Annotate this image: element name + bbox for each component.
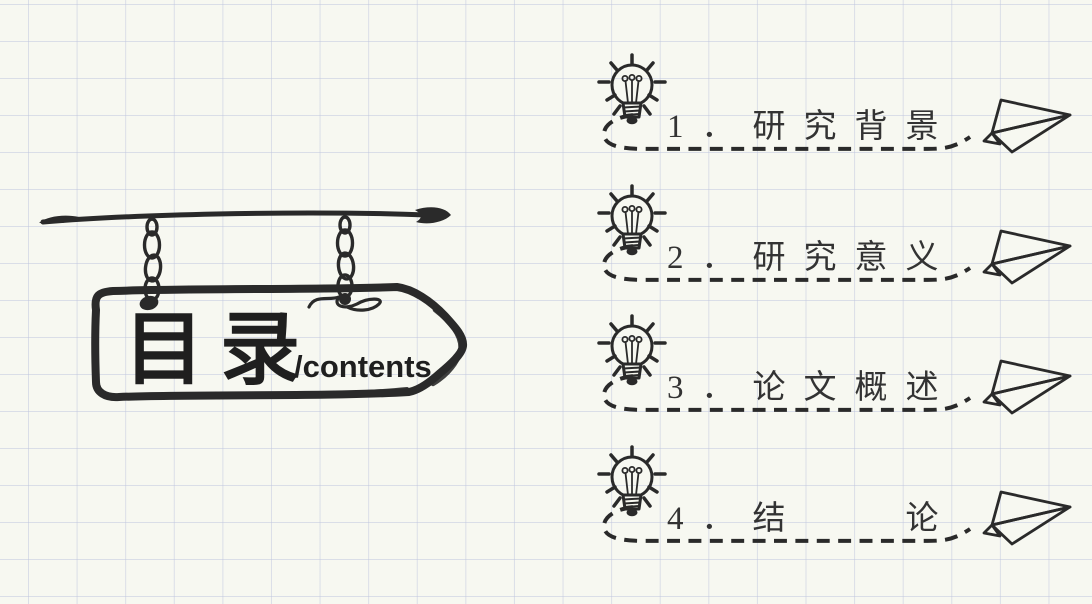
dashed-swoosh-underline xyxy=(599,371,977,417)
sign-title: 目录/contents xyxy=(124,306,432,394)
toc-item-label: 3．论文概述 xyxy=(667,370,957,406)
rod-arrowhead xyxy=(415,207,451,224)
arrow-rod-icon xyxy=(39,207,451,225)
sign-board xyxy=(91,283,468,402)
toc-item-label: 4．结 论 xyxy=(667,501,957,537)
toc-item-4[interactable]: 4．结 论 xyxy=(597,445,1077,560)
paper-plane-icon xyxy=(980,225,1075,287)
dashed-swoosh-underline xyxy=(599,241,977,287)
signpost-sketch xyxy=(39,207,468,402)
paper-plane-icon xyxy=(980,94,1075,156)
toc-item-1[interactable]: 1．研究背景 xyxy=(597,53,1077,168)
dashed-swoosh-underline xyxy=(599,502,977,548)
chain-links-icon-left xyxy=(139,217,163,311)
page-title: 目录 xyxy=(124,305,316,394)
toc-item-label: 2．研究意义 xyxy=(667,240,957,276)
toc-item-3[interactable]: 3．论文概述 xyxy=(597,314,1077,429)
paper-plane-icon xyxy=(980,486,1075,548)
paper-plane-icon xyxy=(980,355,1075,417)
page-subtitle: /contents xyxy=(294,349,432,384)
signpost xyxy=(35,198,480,413)
chain-links-icon-right xyxy=(307,215,382,312)
toc-item-2[interactable]: 2．研究意义 xyxy=(597,184,1077,299)
toc-item-label: 1．研究背景 xyxy=(667,109,957,145)
dashed-swoosh-underline xyxy=(599,110,977,156)
